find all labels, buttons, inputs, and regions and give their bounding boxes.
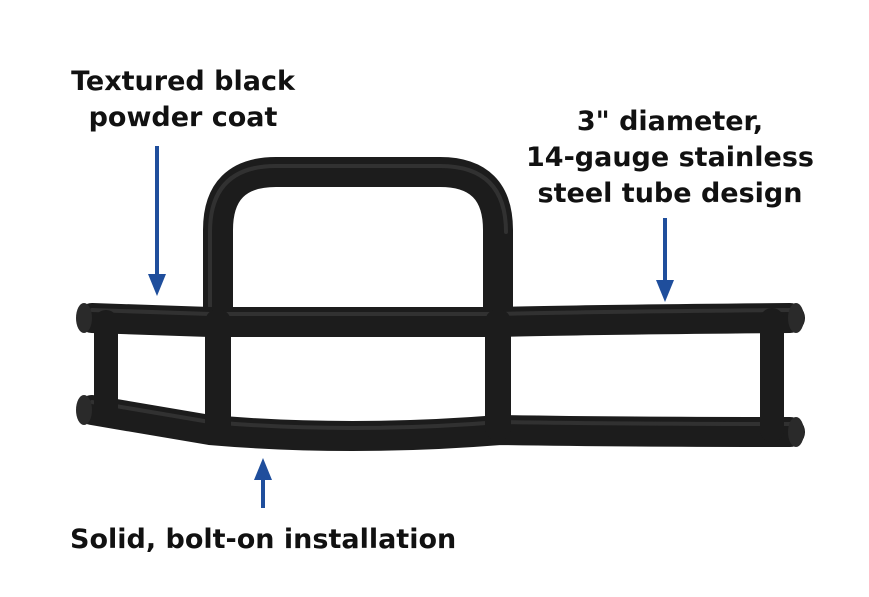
lower-rail-highlight xyxy=(90,400,792,430)
arrow-tube xyxy=(656,218,674,302)
upper-rail-highlight xyxy=(90,308,792,316)
callout-installation-text: Solid, bolt-on installation xyxy=(70,524,457,555)
top-hoop-highlight xyxy=(208,164,508,320)
lower-rail-tube xyxy=(77,395,805,451)
end-cap-bottom-left xyxy=(76,395,92,425)
end-cap-top-left xyxy=(76,303,92,333)
end-cap-top-right xyxy=(788,303,804,333)
callout-powder-coat-line-1: Textured black xyxy=(71,66,295,97)
callout-tube-design-line-2: 14-gauge stainless xyxy=(526,142,814,173)
callout-installation: Solid, bolt-on installation xyxy=(70,522,456,558)
callout-tube-design: 3" diameter, 14-gauge stainless steel tu… xyxy=(520,104,820,212)
end-cap-bottom-right xyxy=(788,417,804,447)
callout-powder-coat-line-2: powder coat xyxy=(88,102,278,133)
callout-tube-design-line-3: steel tube design xyxy=(537,178,803,209)
upper-rail-tube xyxy=(77,303,805,337)
top-hoop-tube xyxy=(203,157,513,337)
arrow-coat xyxy=(148,146,166,296)
callout-tube-design-line-1: 3" diameter, xyxy=(576,106,764,137)
callout-powder-coat: Textured black powder coat xyxy=(58,64,308,136)
arrow-install xyxy=(254,458,272,508)
grille-guard-bar xyxy=(76,157,805,451)
